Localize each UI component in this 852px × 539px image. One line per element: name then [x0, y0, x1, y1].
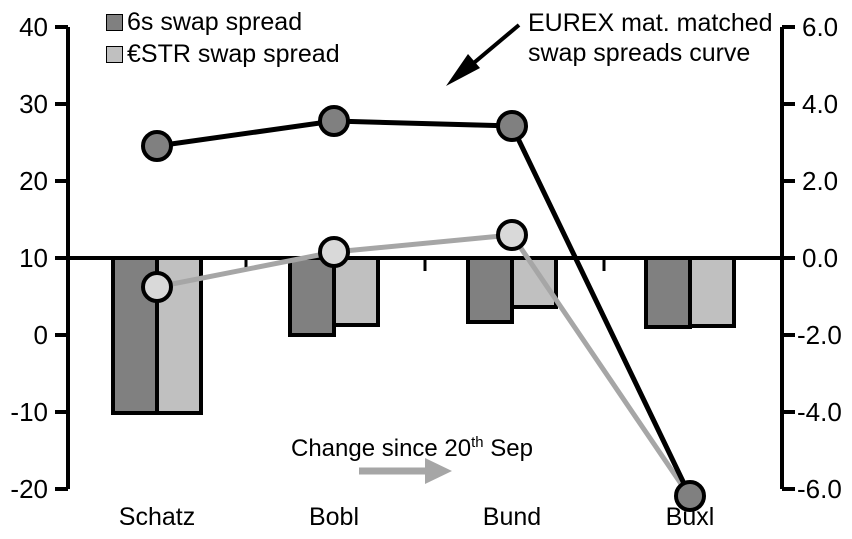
- legend-item-6s[interactable]: 6s swap spread: [106, 6, 340, 38]
- chart-legend: 6s swap spread €STR swap spread: [106, 6, 340, 70]
- legend-item-estr[interactable]: €STR swap spread: [106, 38, 340, 70]
- bar-6s-bund: [466, 256, 514, 324]
- ytick-right-4: 4.0: [802, 89, 839, 119]
- annotation-eurex-callout: EUREX mat. matched swap spreads curve: [528, 8, 773, 68]
- marker-change-bobl: [318, 236, 350, 268]
- marker-eurex-schatz: [141, 130, 173, 162]
- category-label-buxl: Buxl: [665, 503, 715, 531]
- category-label-bobl: Bobl: [308, 503, 360, 531]
- line-change-curve: [156, 232, 693, 499]
- marker-eurex-buxl: [674, 480, 706, 512]
- bar-6s-buxl: [644, 256, 692, 329]
- ytick-left-10: 10: [19, 243, 48, 273]
- bar-6s-bobl: [288, 256, 336, 337]
- bar-estr-buxl: [688, 256, 736, 328]
- category-label-bund: Bund: [482, 503, 542, 531]
- marker-change-schatz: [141, 271, 173, 303]
- ytick-right-m6: -6.0: [797, 474, 842, 504]
- legend-label-6s: 6s swap spread: [127, 7, 303, 36]
- marker-eurex-bobl: [318, 105, 350, 137]
- right-axis: [780, 25, 795, 491]
- annotation-change-since: Change since 20th Sep: [291, 428, 533, 464]
- annotation-eurex-line1: EUREX mat. matched: [528, 9, 773, 37]
- ytick-right-2: 2.0: [802, 166, 839, 196]
- ytick-left-0: 0: [33, 320, 48, 350]
- markers-eurex-curve: [141, 105, 706, 512]
- ytick-left-40: 40: [19, 12, 48, 42]
- markers-change-curve: [141, 219, 528, 303]
- ytick-left-30: 30: [19, 89, 48, 119]
- ytick-right-m2: -2.0: [797, 320, 842, 350]
- ytick-left-m10: -10: [10, 397, 48, 427]
- annotation-change-prefix: Change since 20: [291, 435, 472, 462]
- change-arrow-icon: [359, 458, 452, 484]
- ytick-left-m20: -20: [10, 474, 48, 504]
- ytick-right-6: 6.0: [802, 12, 839, 42]
- bar-group-bobl: [288, 256, 380, 337]
- annotation-eurex-line2: swap spreads curve: [528, 39, 751, 67]
- marker-eurex-bund: [496, 110, 528, 142]
- category-label-schatz: Schatz: [118, 503, 196, 531]
- line-eurex-curve: [156, 118, 693, 498]
- annotation-change-suffix: Sep: [483, 435, 533, 462]
- legend-swatch-estr-icon: [106, 45, 123, 63]
- bar-estr-bobl: [332, 256, 380, 327]
- left-axis: [55, 25, 70, 491]
- bar-6s-schatz: [111, 256, 159, 415]
- annotation-change-sup: th: [471, 435, 484, 451]
- legend-swatch-6s-icon: [106, 13, 123, 31]
- ytick-left-20: 20: [19, 166, 48, 196]
- callout-arrow-icon: [446, 23, 521, 86]
- ytick-right-m4: -4.0: [797, 397, 842, 427]
- marker-change-bund: [496, 219, 528, 251]
- legend-label-estr: €STR swap spread: [127, 39, 340, 68]
- bar-group-buxl: [644, 256, 736, 329]
- bar-group-bund: [466, 256, 558, 324]
- ytick-right-0: 0.0: [802, 243, 839, 273]
